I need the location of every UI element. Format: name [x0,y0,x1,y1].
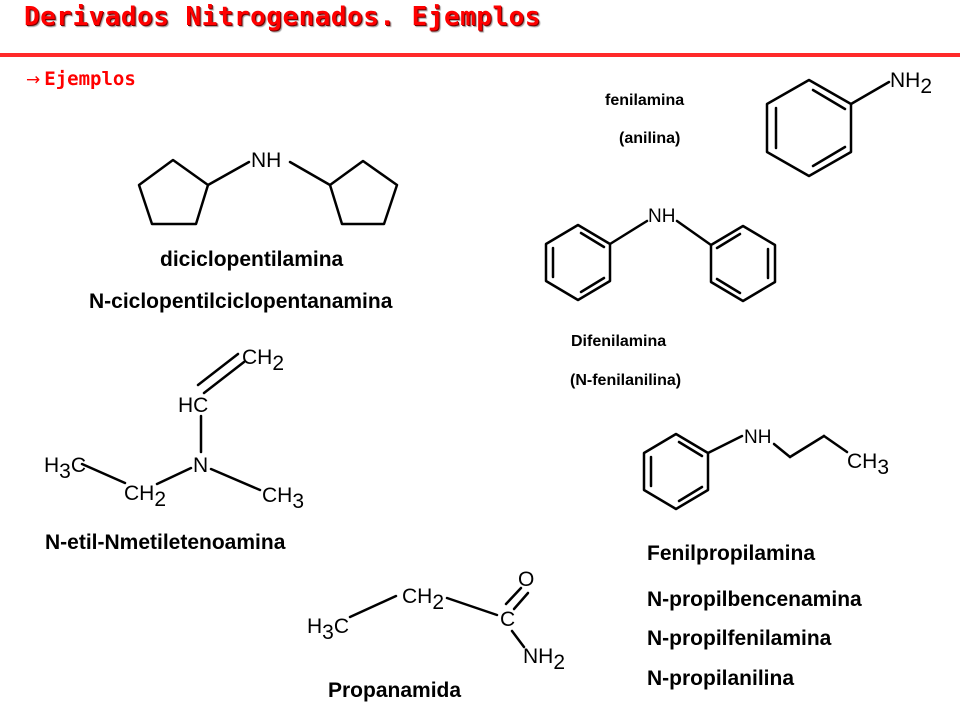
double-bond [202,360,246,395]
bond [80,462,127,485]
anilina-name-alt: (anilina) [619,130,681,147]
atom-label: CH2 [242,346,284,375]
bond [155,466,193,486]
atom-label: H3C [307,615,349,644]
bond [772,442,792,459]
fenilpropilamina-name-alt: N-propilanilina [647,667,794,690]
page-title: Derivados Nitrogenados. Ejemplos [24,2,541,32]
double-bond [715,232,742,250]
double-bond [196,352,240,387]
atom-label: C [500,608,515,631]
bond [675,219,713,247]
section-bullet: →Ejemplos [26,68,136,90]
atom-label: NH [648,206,675,227]
section-heading: Ejemplos [44,68,136,90]
atom-label: NH [744,427,771,448]
structure-fenilpropilamina: NH CH3 [642,427,889,511]
benzene-ring [709,224,777,303]
atom-label: CH2 [402,585,444,614]
atom-label: N [193,454,208,477]
structure-difenilamina: NH [544,206,777,303]
double-bond [715,277,742,295]
bond [706,434,744,455]
structure-etilmetiletenoamina: CH2 HC N CH2 H3C CH3 [44,346,304,513]
bond [788,434,826,459]
bond [288,160,332,187]
benzene-ring [765,78,853,178]
double-bond [504,586,523,606]
bond [206,160,251,187]
cyclopentane-ring [328,159,399,226]
fenilpropilamina-name-alt: N-propilfenilamina [647,627,832,650]
atom-label: NH [251,149,281,172]
title-underline [0,53,960,57]
arrow-right-icon: → [26,70,41,90]
bond [209,467,262,492]
diciclopentilamina-iupac-name: N-ciclopentilciclopentanamina [89,290,393,313]
structure-propanamida: H3C CH2 C O NH2 [307,568,565,674]
atom-label: O [518,568,534,591]
atom-label: H3C [44,454,86,483]
diciclopentilamina-name: diciclopentilamina [160,248,344,271]
double-bond [811,145,847,168]
structure-diciclopentilamina: NH [137,149,399,226]
difenilamina-name-alt: (N-fenilanilina) [570,372,682,389]
fenilpropilamina-name: Fenilpropilamina [647,542,816,565]
cyclopentane-ring [137,158,210,226]
bond [608,219,649,246]
difenilamina-name: Difenilamina [571,333,667,350]
atom-label: CH3 [262,484,304,513]
bond [822,434,849,454]
bond [445,596,499,617]
double-bond [677,485,704,503]
atom-label: NH2 [523,645,565,674]
double-bond [579,276,606,294]
double-bond [512,591,530,611]
atom-label: HC [178,394,208,417]
anilina-name: fenilamina [605,92,685,109]
atom-label: CH3 [847,450,889,479]
bond [510,629,526,649]
double-bond [579,231,606,249]
bond [849,80,891,106]
bond [348,594,398,619]
etilmetiletenoamina-name: N-etil-Nmetiletenoamina [45,531,286,554]
fenilpropilamina-name-alt: N-propilbencenamina [647,588,862,611]
double-bond [811,88,847,111]
atom-label: CH2 [124,482,166,511]
propanamida-name: Propanamida [328,679,462,702]
benzene-ring [544,223,612,302]
structure-anilina: NH2 [765,69,932,178]
double-bond [677,440,704,458]
benzene-ring [642,432,710,511]
atom-label: NH2 [890,69,932,98]
